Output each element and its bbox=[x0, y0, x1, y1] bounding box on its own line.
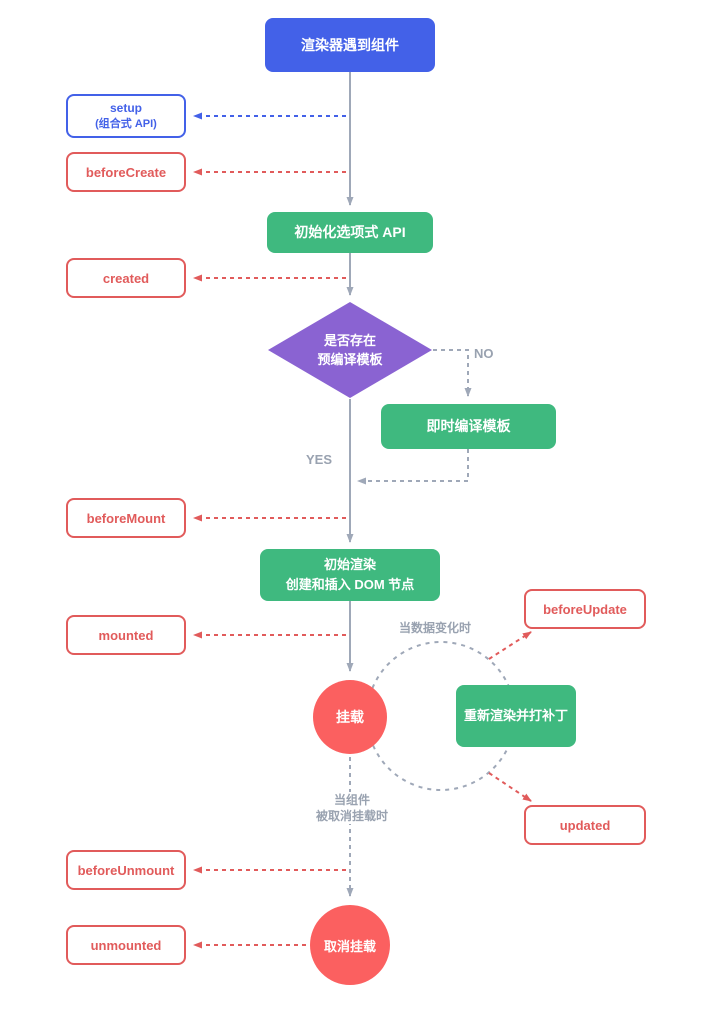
initial-render-line1: 初始渲染 bbox=[323, 556, 376, 572]
arrow-decision-no-to-compile bbox=[433, 349, 472, 397]
initial-render-node: 初始渲染 创建和插入 DOM 节点 bbox=[260, 549, 440, 601]
decision-line2: 预编译模板 bbox=[317, 352, 383, 367]
initial-render-line2: 创建和插入 DOM 节点 bbox=[285, 577, 415, 592]
setup-label: setup bbox=[109, 101, 142, 116]
renderer-label: 渲染器遇到组件 bbox=[301, 37, 399, 53]
rerender-node: 重新渲染并打补丁 bbox=[456, 685, 576, 747]
before-update-hook: beforeUpdate bbox=[524, 589, 646, 629]
created-hook: created bbox=[66, 258, 186, 298]
before-update-label: beforeUpdate bbox=[543, 601, 627, 617]
unmount-state-label: 取消挂载 bbox=[323, 938, 376, 954]
init-options-node: 初始化选项式 API bbox=[267, 212, 433, 253]
arrow-to-updated bbox=[488, 772, 532, 802]
rerender-label: 重新渲染并打补丁 bbox=[463, 707, 568, 723]
before-mount-label: beforeMount bbox=[86, 510, 166, 526]
yes-label: YES bbox=[306, 452, 333, 467]
unmount-state-circle: 取消挂载 bbox=[310, 905, 390, 985]
unmounted-label: unmounted bbox=[90, 937, 162, 953]
before-unmount-hook: beforeUnmount bbox=[66, 850, 186, 890]
setup-sublabel: (组合式 API) bbox=[95, 117, 157, 130]
before-create-hook: beforeCreate bbox=[66, 152, 186, 192]
init-options-label: 初始化选项式 API bbox=[294, 223, 406, 240]
setup-hook: setup (组合式 API) bbox=[66, 94, 186, 138]
unmounted-hook: unmounted bbox=[66, 925, 186, 965]
unmount-condition-label: 当组件 被取消挂载时 bbox=[300, 792, 404, 825]
unmount-condition-line2: 被取消挂载时 bbox=[315, 809, 388, 824]
mounted-state-label: 挂载 bbox=[336, 709, 364, 725]
template-decision-text: 是否存在 预编译模板 bbox=[285, 326, 415, 374]
unmount-condition-line1: 当组件 bbox=[333, 793, 370, 807]
mounted-hook: mounted bbox=[66, 615, 186, 655]
created-label: created bbox=[102, 270, 150, 286]
compile-template-node: 即时编译模板 bbox=[381, 404, 556, 449]
arrow-to-before-update bbox=[488, 631, 532, 660]
template-decision-shape bbox=[268, 302, 432, 398]
updated-label: updated bbox=[559, 817, 611, 833]
before-unmount-label: beforeUnmount bbox=[77, 862, 175, 878]
decision-line1: 是否存在 bbox=[323, 332, 376, 348]
updated-hook: updated bbox=[524, 805, 646, 845]
arrow-compile-merge bbox=[357, 449, 469, 485]
renderer-node: 渲染器遇到组件 bbox=[265, 18, 435, 72]
mounted-hook-label: mounted bbox=[98, 627, 154, 643]
compile-label: 即时编译模板 bbox=[426, 417, 511, 434]
before-mount-hook: beforeMount bbox=[66, 498, 186, 538]
data-change-label: 当数据变化时 bbox=[390, 620, 480, 637]
mounted-state-circle: 挂载 bbox=[313, 680, 387, 754]
no-label: NO bbox=[474, 346, 494, 361]
before-create-label: beforeCreate bbox=[85, 164, 167, 180]
